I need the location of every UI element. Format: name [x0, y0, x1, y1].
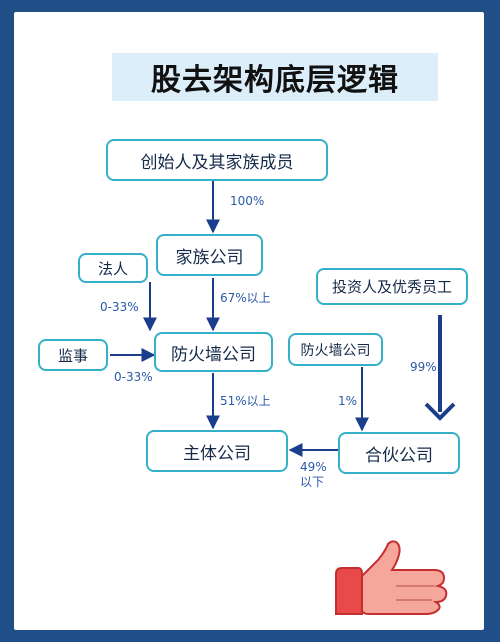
- label-investors-to-partnership: 99%: [410, 360, 437, 374]
- node-legal-person: 法人: [78, 253, 148, 283]
- node-firewall-small: 防火墙公司: [288, 333, 383, 366]
- label-partnership-to-main-line1: 49%: [300, 460, 327, 474]
- node-founder-family: 创始人及其家族成员: [106, 139, 328, 181]
- label-firewall-small-to-partnership: 1%: [338, 394, 358, 408]
- thumbs-up-icon: [335, 540, 448, 615]
- poster-frame: [14, 12, 484, 630]
- title-banner: 股去架构底层逻辑: [112, 53, 438, 101]
- label-firewall-to-main: 51%以上: [220, 394, 271, 408]
- edge-investors-arrowhead: [424, 402, 456, 421]
- node-firewall-main: 防火墙公司: [154, 332, 273, 372]
- page-title: 股去架构底层逻辑: [151, 63, 399, 98]
- node-main-company: 主体公司: [146, 430, 288, 472]
- node-supervisor: 监事: [38, 339, 108, 371]
- label-family-to-firewall: 67%以上: [220, 291, 271, 305]
- node-partnership: 合伙公司: [338, 432, 460, 474]
- label-founder-to-family: 100%: [230, 194, 265, 208]
- node-family-company: 家族公司: [156, 234, 263, 276]
- label-partnership-to-main-line2: 以下: [300, 475, 325, 489]
- node-investors-employees: 投资人及优秀员工: [316, 268, 468, 305]
- label-supervisor-to-firewall: 0-33%: [114, 370, 153, 384]
- label-legal-to-firewall: 0-33%: [100, 300, 139, 314]
